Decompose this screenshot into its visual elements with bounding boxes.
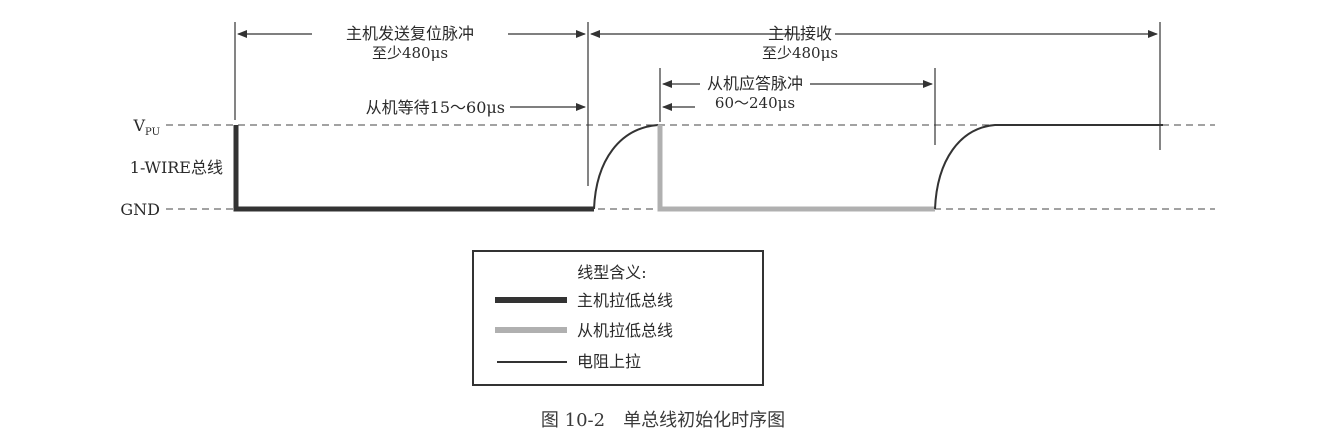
slave-pull-low-waveform	[657, 125, 935, 212]
receive-title: 主机接收	[768, 24, 832, 43]
receive-time: 至少480μs	[762, 44, 838, 62]
legend: 线型含义: 主机拉低总线 从机拉低总线 电阻上拉	[472, 250, 764, 386]
bus-label: 1-WIRE总线	[130, 158, 223, 177]
legend-title: 线型含义:	[577, 263, 646, 282]
legend-master-label: 主机拉低总线	[577, 291, 673, 310]
reset-title: 主机发送复位脉冲	[346, 24, 474, 43]
reset-time: 至少480μs	[372, 44, 448, 62]
slave-wait-label: 从机等待15～60μs	[366, 98, 505, 117]
presence-title: 从机应答脉冲	[707, 74, 803, 93]
pullup-rise-1	[593, 124, 659, 210]
presence-time: 60～240μs	[715, 94, 795, 112]
pullup-rise-2	[934, 124, 1163, 210]
master-pull-low-waveform	[233, 125, 594, 212]
vpu-label: VPU	[132, 116, 160, 138]
legend-slave-label: 从机拉低总线	[577, 321, 673, 340]
gnd-label: GND	[120, 200, 160, 219]
figure-caption: 图 10-2 单总线初始化时序图	[541, 410, 785, 431]
legend-pullup-label: 电阻上拉	[577, 352, 641, 371]
